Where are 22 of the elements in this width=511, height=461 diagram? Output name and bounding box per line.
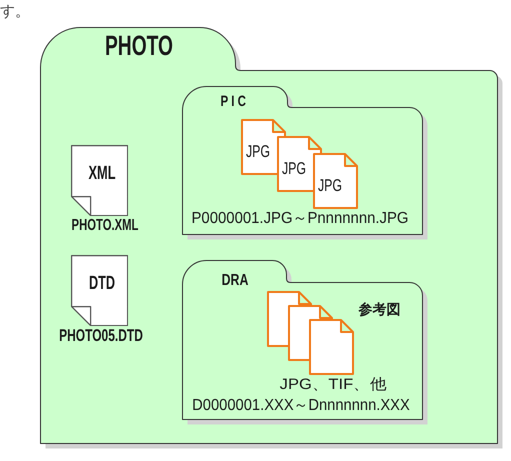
document-sheet [313, 153, 358, 209]
folder [182, 86, 428, 240]
file-type-list: JPG、TIF、他 [279, 377, 386, 392]
file-name-range: D0000001.XXX～Dnnnnnnn.XXX [192, 398, 410, 414]
folder-name: PHOTO [104, 32, 174, 60]
file-type-label: DTD [89, 274, 116, 294]
document-sheet [70, 144, 128, 216]
folder [40, 26, 502, 448]
folder-name: PIC [219, 94, 248, 109]
document-sheet [309, 319, 354, 375]
file-type-label: JPG [282, 160, 306, 176]
note-label: 参考図 [358, 302, 400, 316]
file-name-range: P0000001.JPG～Pnnnnnnn.JPG [190, 211, 408, 227]
body-text: す。 [0, 4, 30, 18]
document-sheet [70, 254, 128, 326]
folder [182, 260, 428, 425]
file-type-label: JPG [246, 142, 270, 160]
file-type-label: XML [88, 164, 116, 184]
file-name-label: PHOTO.XML [72, 218, 138, 234]
file-type-label: JPG [318, 176, 342, 194]
folder-name: DRA [221, 272, 248, 288]
file-name-label: PHOTO05.DTD [58, 327, 142, 344]
